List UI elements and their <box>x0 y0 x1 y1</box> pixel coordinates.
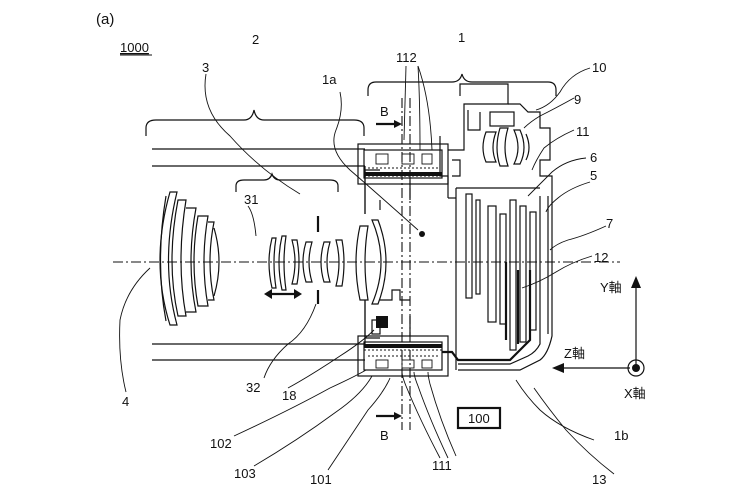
z-axis-label: Z軸 <box>564 346 585 361</box>
label-101: 101 <box>310 472 332 487</box>
label-102: 102 <box>210 436 232 451</box>
label-32: 32 <box>246 380 260 395</box>
label-7: 7 <box>606 216 613 231</box>
label-112: 112 <box>396 50 417 65</box>
flex-cable <box>442 270 532 362</box>
label-1a: 1a <box>322 72 337 87</box>
label-103: 103 <box>234 466 256 481</box>
label-4: 4 <box>122 394 129 409</box>
label-12: 12 <box>594 250 608 265</box>
focus-lens-group <box>268 216 387 305</box>
brace-2 <box>145 109 365 136</box>
label-10: 10 <box>592 60 606 75</box>
section-label-top: B <box>380 104 389 119</box>
label-3: 3 <box>202 60 209 75</box>
panel-label: (a) <box>96 11 114 28</box>
brace-31 <box>235 172 339 192</box>
camera-body <box>364 83 553 371</box>
label-13: 13 <box>592 472 606 487</box>
device-ref-label: 1000 <box>120 40 149 55</box>
center-of-gravity-dot <box>419 231 425 237</box>
box-100 <box>456 406 502 430</box>
label-9: 9 <box>574 92 581 107</box>
sensor-stack <box>465 193 549 351</box>
brace-1 <box>367 73 557 96</box>
coordinate-axes <box>552 276 645 377</box>
leader-lines <box>119 65 615 475</box>
x-axis-label: X軸 <box>624 386 646 401</box>
front-lens-group <box>159 191 220 326</box>
label-18: 18 <box>282 388 296 403</box>
label-5: 5 <box>590 168 597 183</box>
top-mount-assembly <box>357 143 449 185</box>
label-1b: 1b <box>614 428 628 443</box>
focus-movement-arrow <box>264 289 302 299</box>
label-2: 2 <box>252 32 259 47</box>
y-axis-label: Y軸 <box>600 280 622 295</box>
section-label-bottom: B <box>380 428 389 443</box>
label-11: 11 <box>576 124 590 139</box>
label-1: 1 <box>458 30 465 45</box>
label-111: 111 <box>432 458 452 473</box>
label-100: 100 <box>468 411 490 426</box>
label-31: 31 <box>244 192 258 207</box>
bottom-mount-assembly <box>357 316 449 377</box>
label-6: 6 <box>590 150 597 165</box>
